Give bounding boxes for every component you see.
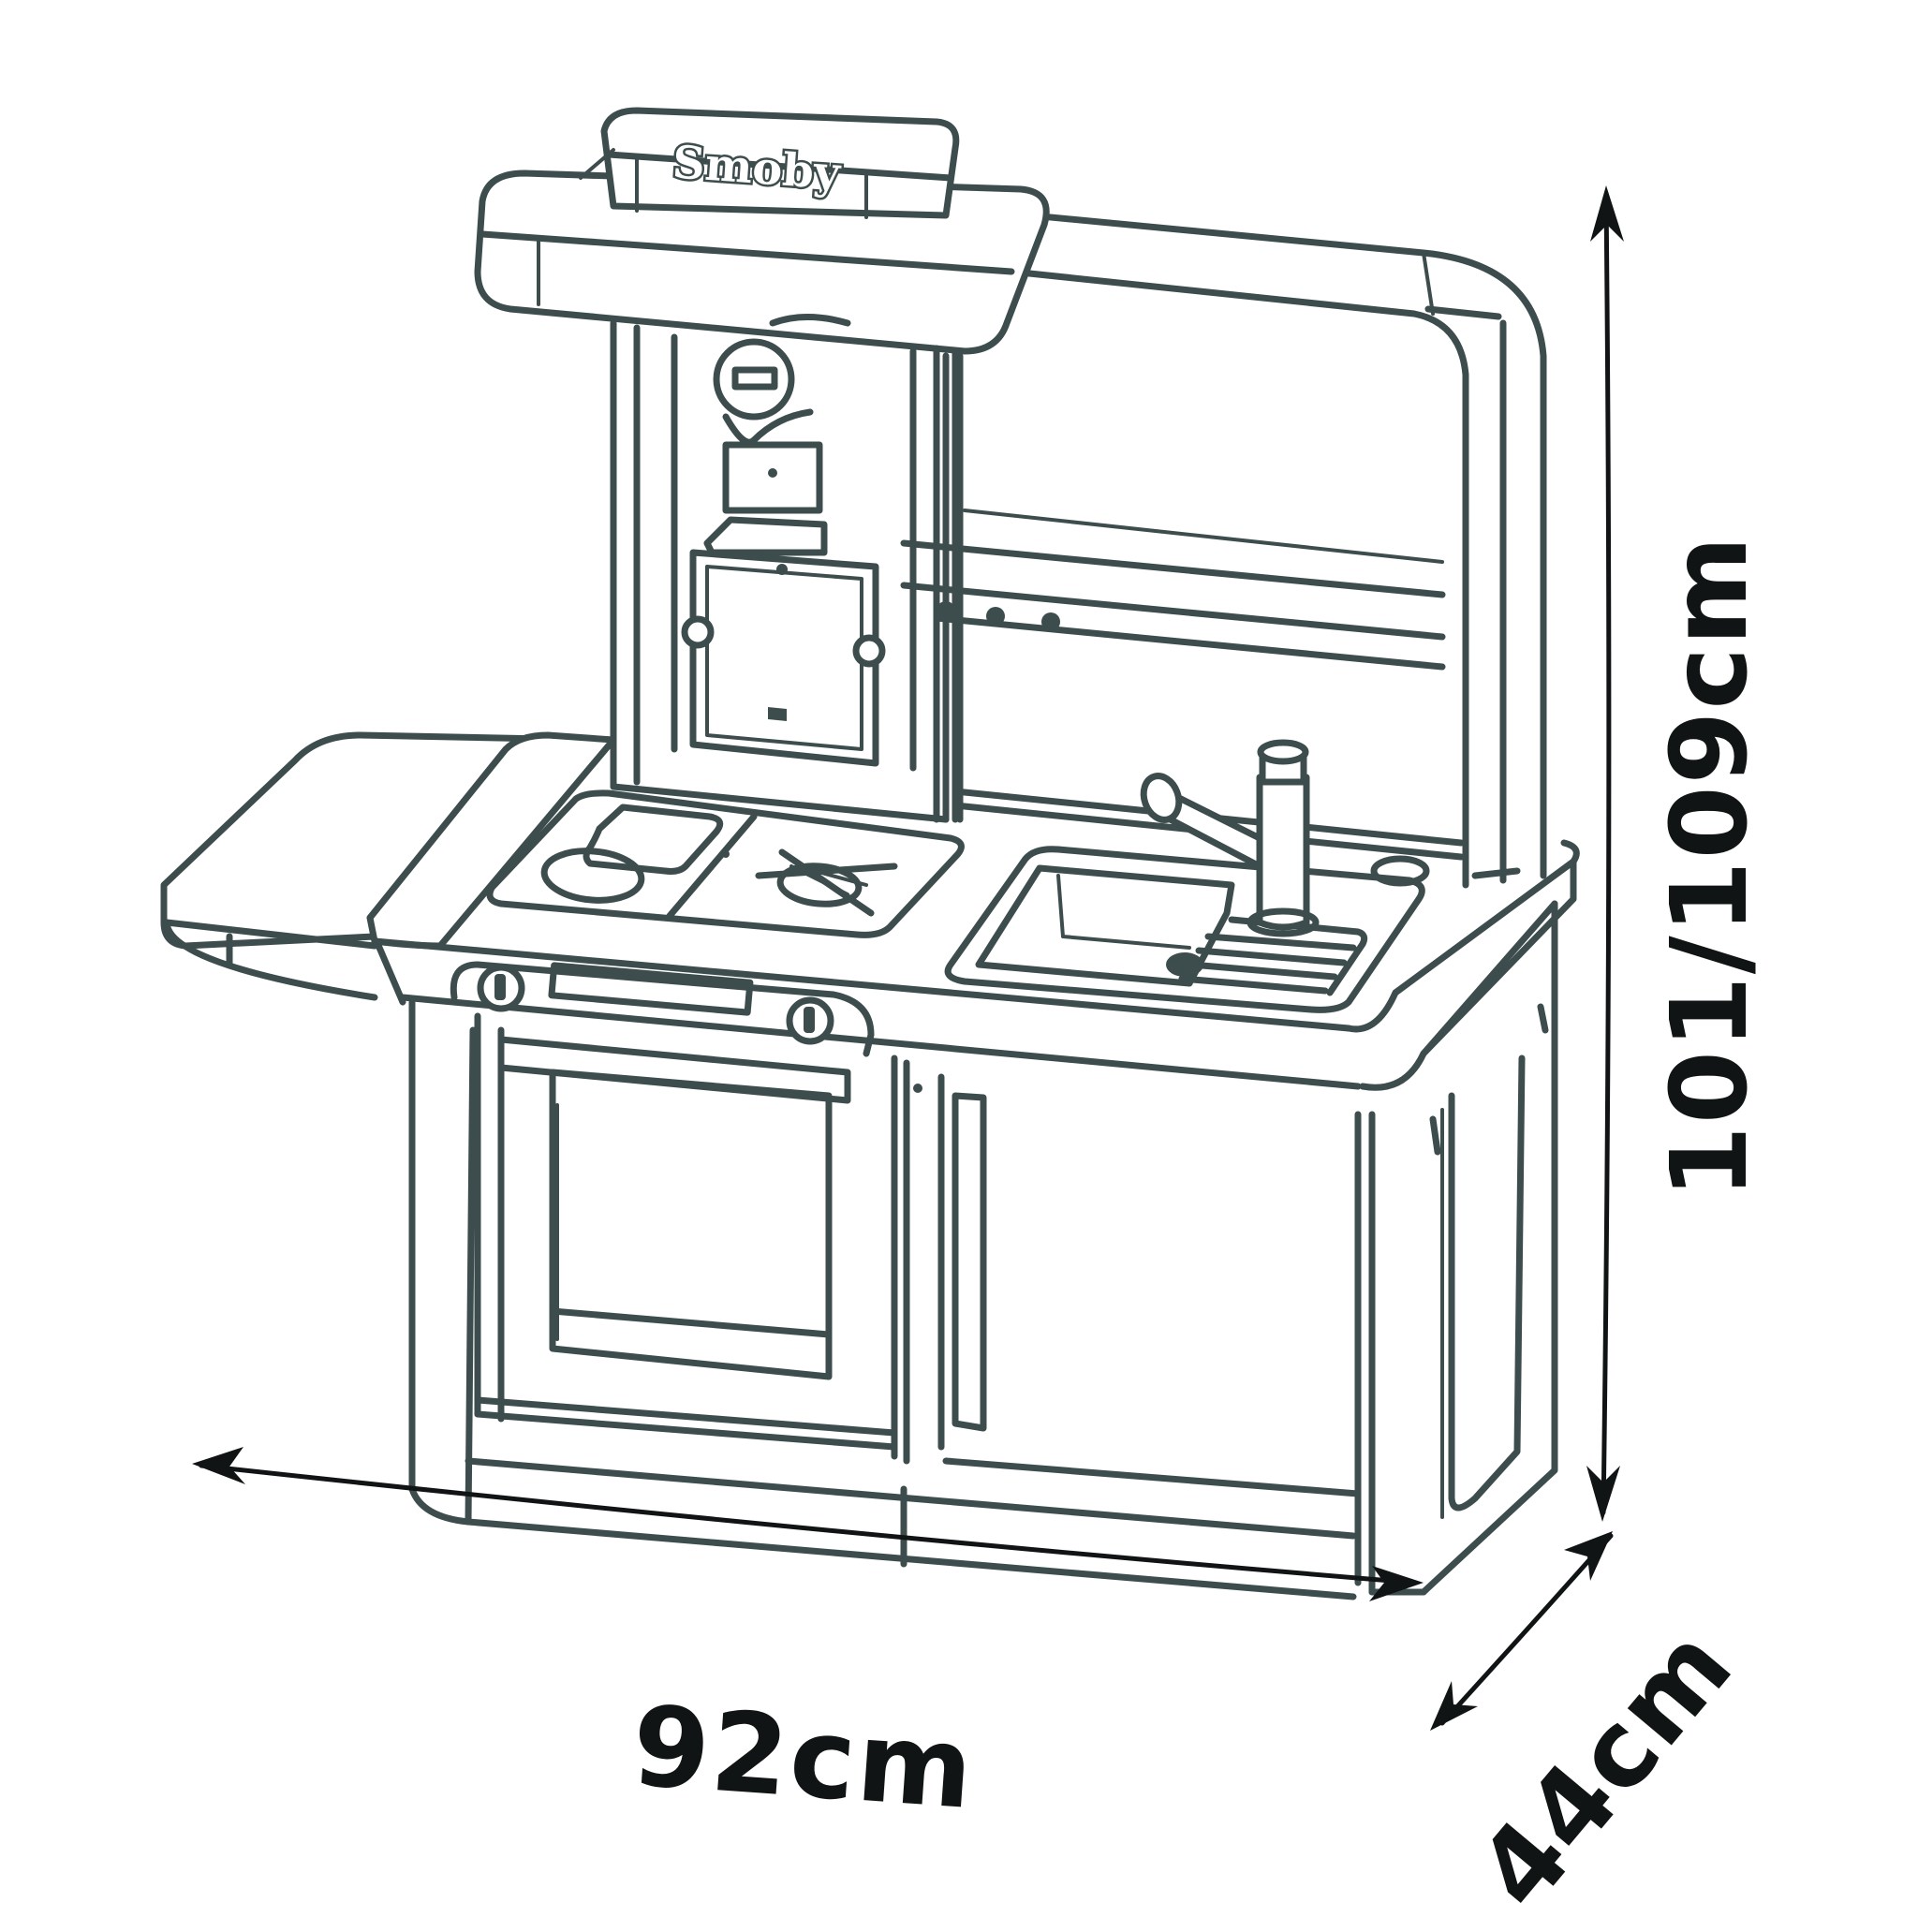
top-shelf: Smoby [474,107,1050,355]
hob [486,789,965,938]
arrow-head-icon [1564,1531,1613,1581]
width-dimension-line [199,1463,1417,1585]
arrow-head-icon [1430,1681,1478,1731]
side-extension-table [160,731,617,1006]
oven-display [548,962,754,1016]
drainer [1166,916,1368,996]
back-rail-frame [900,210,1547,889]
arrow-head-icon [1590,185,1624,242]
oven [450,961,910,1465]
cup-holder [1370,855,1430,887]
cabinet [408,900,1558,1600]
gas-burner-icon [755,848,898,917]
arrow-head-icon [192,1447,245,1484]
control-knob-left [477,964,525,1012]
height-dimension-line [1601,194,1612,1515]
arrow-head-icon [1369,1566,1424,1601]
oven-window [549,1069,833,1380]
dimension-arrows [192,185,1624,1731]
width-label: 92cm [628,1681,979,1835]
cabinet-handle [952,1092,987,1432]
tap [1140,739,1320,937]
coffee-machine [610,314,959,823]
height-label: 101/109cm [1649,534,1771,1199]
depth-dimension-line [1439,1533,1614,1726]
arrow-head-icon [1586,1466,1620,1522]
control-knob-right [786,996,834,1045]
sink [944,739,1430,1013]
